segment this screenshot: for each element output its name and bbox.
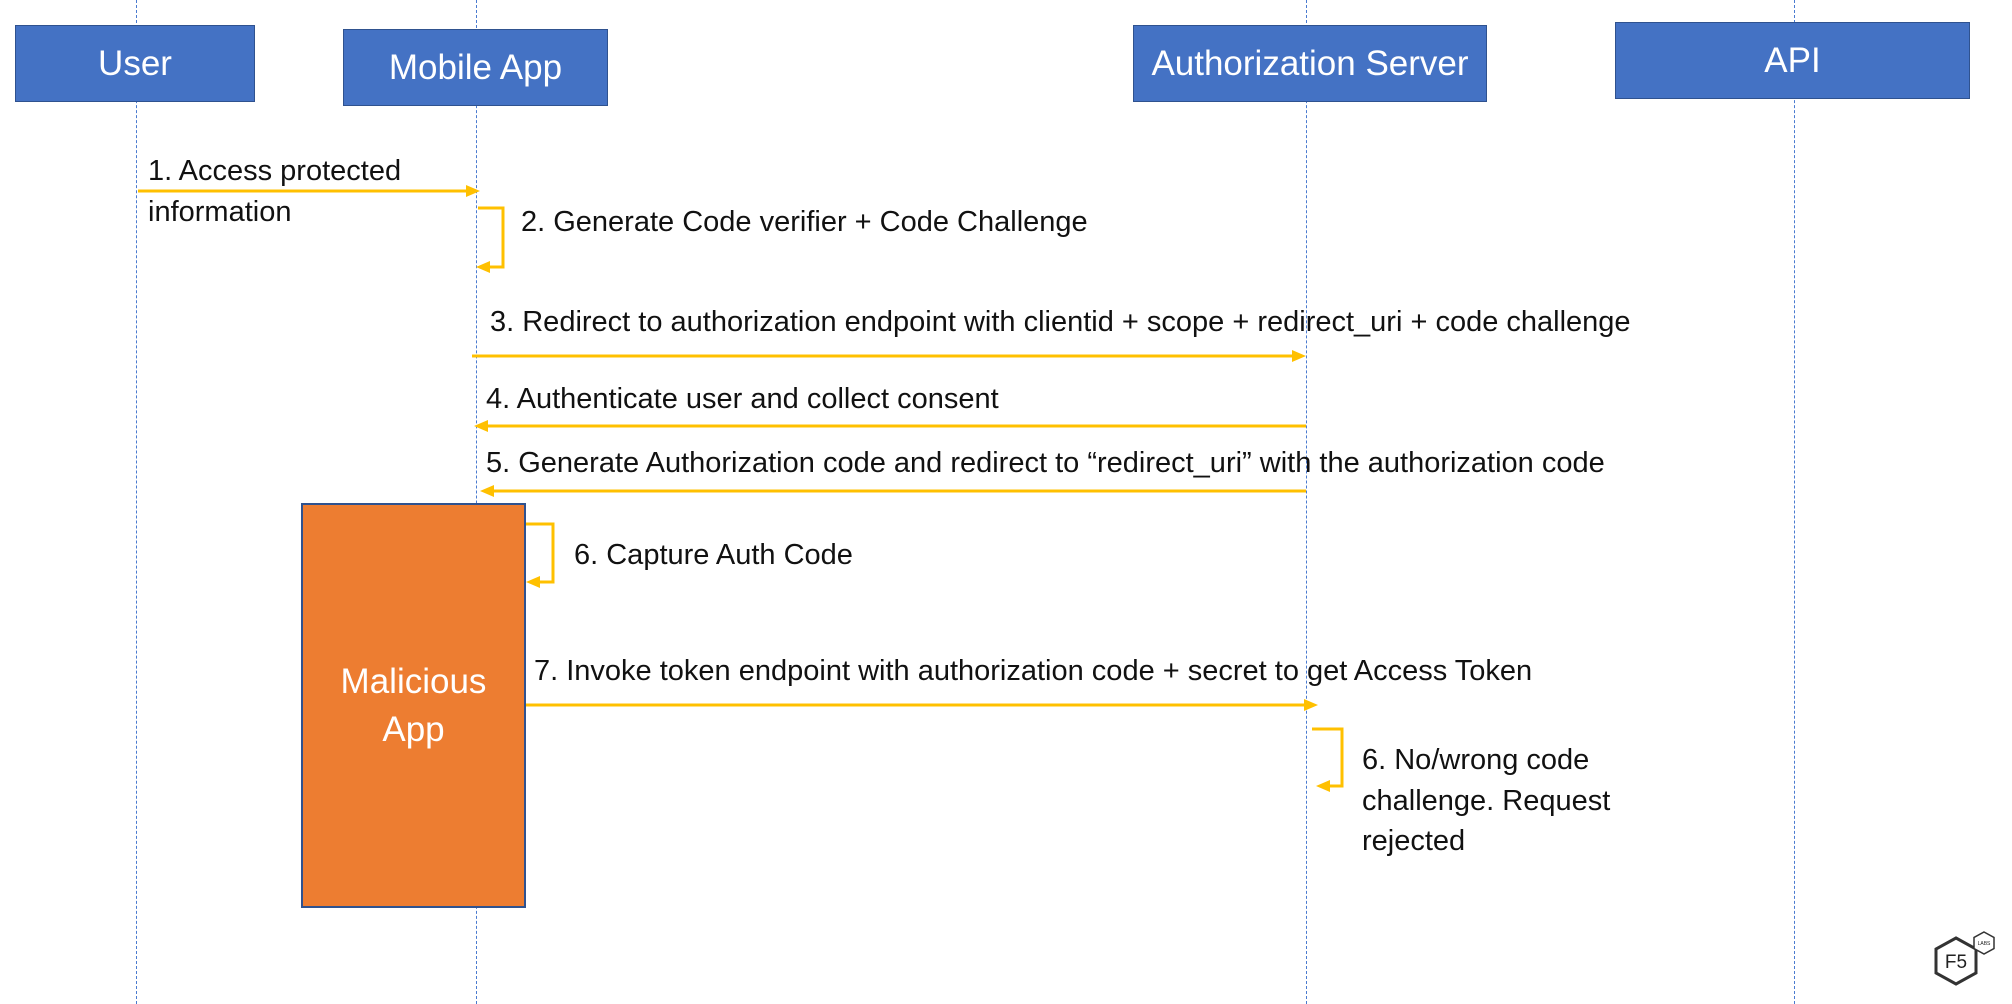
arrowhead-1 — [466, 185, 480, 197]
message-6-label: 6. Capture Auth Code — [574, 539, 853, 571]
message-7-label: 7. Invoke token endpoint with authorizat… — [534, 655, 1533, 687]
f5-logo-text: F5 — [1945, 952, 1967, 973]
message-3-label: 3. Redirect to authorization endpoint wi… — [490, 306, 1631, 338]
lifeline-authorization-server — [1306, 0, 1307, 1004]
arrowhead-4 — [474, 420, 488, 432]
actor-authorization-server: Authorization Server — [1133, 25, 1487, 102]
actor-user: User — [15, 25, 255, 102]
arrowhead-6 — [526, 576, 540, 588]
arrowhead-5 — [480, 485, 494, 497]
message-8-label: 6. No/wrong code challenge. Request reje… — [1362, 744, 1611, 858]
arrowhead-7 — [1304, 699, 1318, 711]
arrow-2 — [478, 206, 505, 269]
arrowhead-3 — [1292, 350, 1306, 362]
arrowhead-2 — [476, 261, 490, 273]
lifeline-api — [1794, 0, 1795, 1004]
actor-api: API — [1615, 22, 1970, 99]
message-4-label: 4. Authenticate user and collect consent — [486, 383, 999, 415]
lifeline-mobile-app — [476, 0, 477, 1004]
arrowhead-8 — [1316, 780, 1330, 792]
malicious-app-box: Malicious App — [301, 503, 526, 908]
message-2-label: 2. Generate Code verifier + Code Challen… — [521, 206, 1088, 238]
f5-logo-badge: LABS — [1978, 941, 1991, 947]
message-1-label: 1. Access protected information — [148, 155, 402, 228]
f5-labs-logo: F5 LABS — [1934, 931, 1995, 986]
message-5-label: 5. Generate Authorization code and redir… — [486, 447, 1605, 479]
arrow-8 — [1312, 727, 1344, 788]
arrow-6 — [526, 522, 555, 584]
lifeline-user — [136, 0, 137, 1004]
actor-mobile-app: Mobile App — [343, 29, 608, 106]
